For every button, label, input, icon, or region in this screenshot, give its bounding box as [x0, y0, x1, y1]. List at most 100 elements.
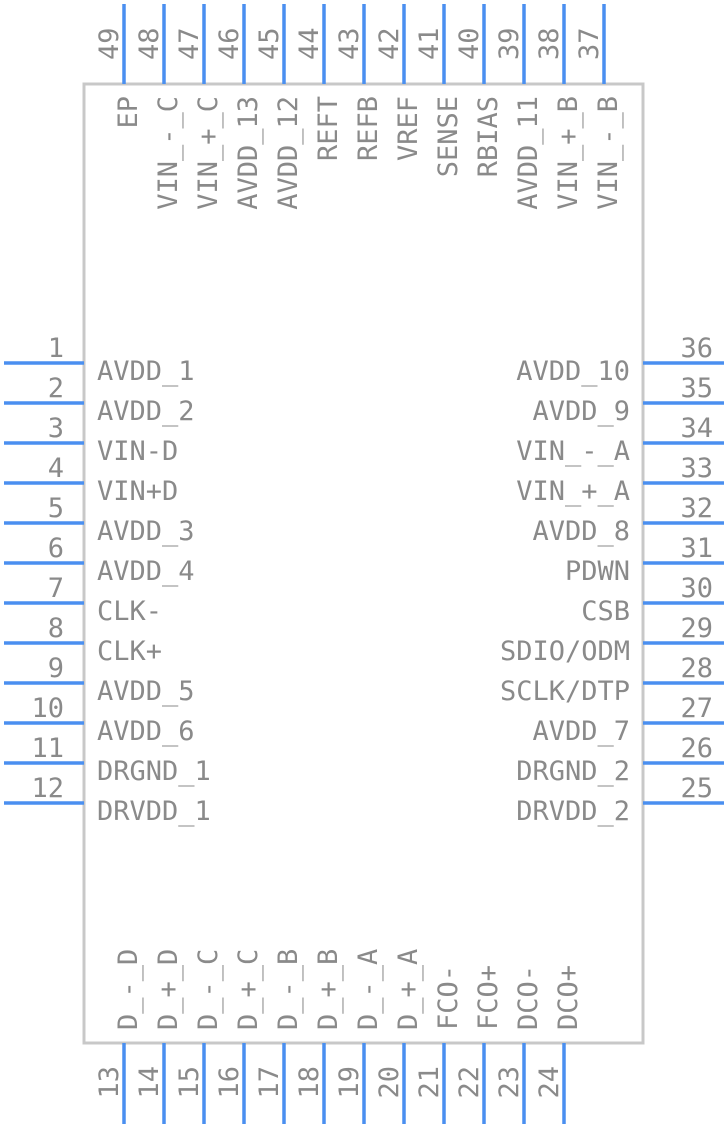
pin-label: AVDD_2	[97, 396, 195, 427]
pin-label: DRGND_1	[97, 756, 211, 787]
pin-label: D_-_D	[113, 949, 144, 1030]
pin-number: 39	[494, 27, 525, 60]
pin-number: 21	[414, 1066, 445, 1099]
pin-label: AVDD_10	[516, 356, 630, 387]
pin-label: AVDD_4	[97, 556, 195, 587]
pin-number: 11	[31, 733, 64, 764]
pin-label: AVDD_5	[97, 676, 195, 707]
pin-label: D_-_A	[353, 949, 384, 1030]
pin-number: 23	[494, 1066, 525, 1099]
pin-number: 41	[414, 27, 445, 60]
pin-number: 13	[94, 1066, 125, 1099]
pin-number: 38	[534, 27, 565, 60]
pin-label: FCO+	[473, 965, 504, 1030]
pin-number: 17	[254, 1066, 285, 1099]
pin-label: VIN_+_C	[193, 96, 224, 210]
pin-number: 7	[48, 573, 64, 604]
pin-label: DCO-	[513, 965, 544, 1030]
pin-number: 8	[48, 613, 64, 644]
pin-label: D_+_D	[153, 949, 184, 1030]
pin-label: D_+_A	[393, 949, 424, 1030]
pin-number: 3	[48, 413, 64, 444]
pin-number: 10	[31, 693, 64, 724]
pin-number: 31	[680, 533, 713, 564]
pin-number: 32	[680, 493, 713, 524]
pin-number: 1	[48, 333, 64, 364]
pin-number: 19	[334, 1066, 365, 1099]
pin-label: D_-_C	[193, 949, 224, 1030]
pin-number: 12	[31, 773, 64, 804]
pin-label: EP	[113, 96, 144, 129]
pin-label: DCO+	[553, 965, 584, 1030]
pin-number: 34	[680, 413, 713, 444]
pin-number: 27	[680, 693, 713, 724]
pin-number: 5	[48, 493, 64, 524]
pin-label: VIN-D	[97, 436, 178, 467]
pin-label: VIN_-_C	[153, 96, 184, 210]
pin-label: RBIAS	[473, 96, 504, 177]
pin-label: VIN_+_A	[516, 476, 630, 507]
pin-number: 47	[174, 27, 205, 60]
pin-label: AVDD_7	[532, 716, 630, 747]
pin-number: 44	[294, 27, 325, 60]
ic-body	[82, 82, 645, 1045]
pin-label: AVDD_9	[532, 396, 630, 427]
pin-label: D_+_B	[313, 949, 344, 1030]
pin-number: 43	[334, 27, 365, 60]
pin-label: VIN_-_A	[516, 436, 630, 467]
pin-label: PDWN	[565, 556, 630, 587]
pin-label: DRGND_2	[516, 756, 630, 787]
pin-number: 48	[134, 27, 165, 60]
pin-number: 36	[680, 333, 713, 364]
pin-label: AVDD_1	[97, 356, 195, 387]
pin-label: D_+_C	[233, 949, 264, 1030]
pin-number: 18	[294, 1066, 325, 1099]
pin-label: VIN+D	[97, 476, 178, 507]
pin-number: 6	[48, 533, 64, 564]
pin-number: 33	[680, 453, 713, 484]
pin-number: 37	[574, 27, 605, 60]
pin-label: AVDD_6	[97, 716, 195, 747]
pin-number: 46	[214, 27, 245, 60]
pin-number: 35	[680, 373, 713, 404]
pin-label: AVDD_11	[513, 96, 544, 210]
pin-label: AVDD_12	[273, 96, 304, 210]
pin-label: FCO-	[433, 965, 464, 1030]
pin-label: VIN_+_B	[553, 96, 584, 210]
pin-number: 24	[534, 1066, 565, 1099]
pin-number: 42	[374, 27, 405, 60]
pin-label: SDIO/ODM	[500, 636, 630, 667]
pin-number: 25	[680, 773, 713, 804]
pin-number: 49	[94, 27, 125, 60]
pin-number: 14	[134, 1066, 165, 1099]
pin-label: DRVDD_1	[97, 796, 211, 827]
pin-number: 45	[254, 27, 285, 60]
pin-label: AVDD_3	[97, 516, 195, 547]
pin-number: 2	[48, 373, 64, 404]
pin-number: 4	[48, 453, 64, 484]
pin-number: 9	[48, 653, 64, 684]
pin-number: 22	[454, 1066, 485, 1099]
pin-label: VIN_-_B	[593, 96, 624, 210]
pin-number: 29	[680, 613, 713, 644]
pin-label: AVDD_8	[532, 516, 630, 547]
pin-label: AVDD_13	[233, 96, 264, 210]
pin-label: REFB	[353, 96, 384, 161]
pin-number: 15	[174, 1066, 205, 1099]
pin-label: CLK+	[97, 636, 162, 667]
pin-number: 30	[680, 573, 713, 604]
pin-number: 28	[680, 653, 713, 684]
pin-label: CSB	[581, 596, 630, 627]
pin-label: VREF	[393, 96, 424, 161]
pin-label: SCLK/DTP	[500, 676, 630, 707]
pin-label: DRVDD_2	[516, 796, 630, 827]
pin-label: REFT	[313, 96, 344, 161]
pin-label: SENSE	[433, 96, 464, 177]
pin-label: D_-_B	[273, 949, 304, 1030]
bottom-pin-group: 13 D_-_D 14 D_+_D 15 D_-_C 16 D_+_C 17 D_-_B 18 D_+…	[94, 949, 584, 1124]
pin-number: 16	[214, 1066, 245, 1099]
